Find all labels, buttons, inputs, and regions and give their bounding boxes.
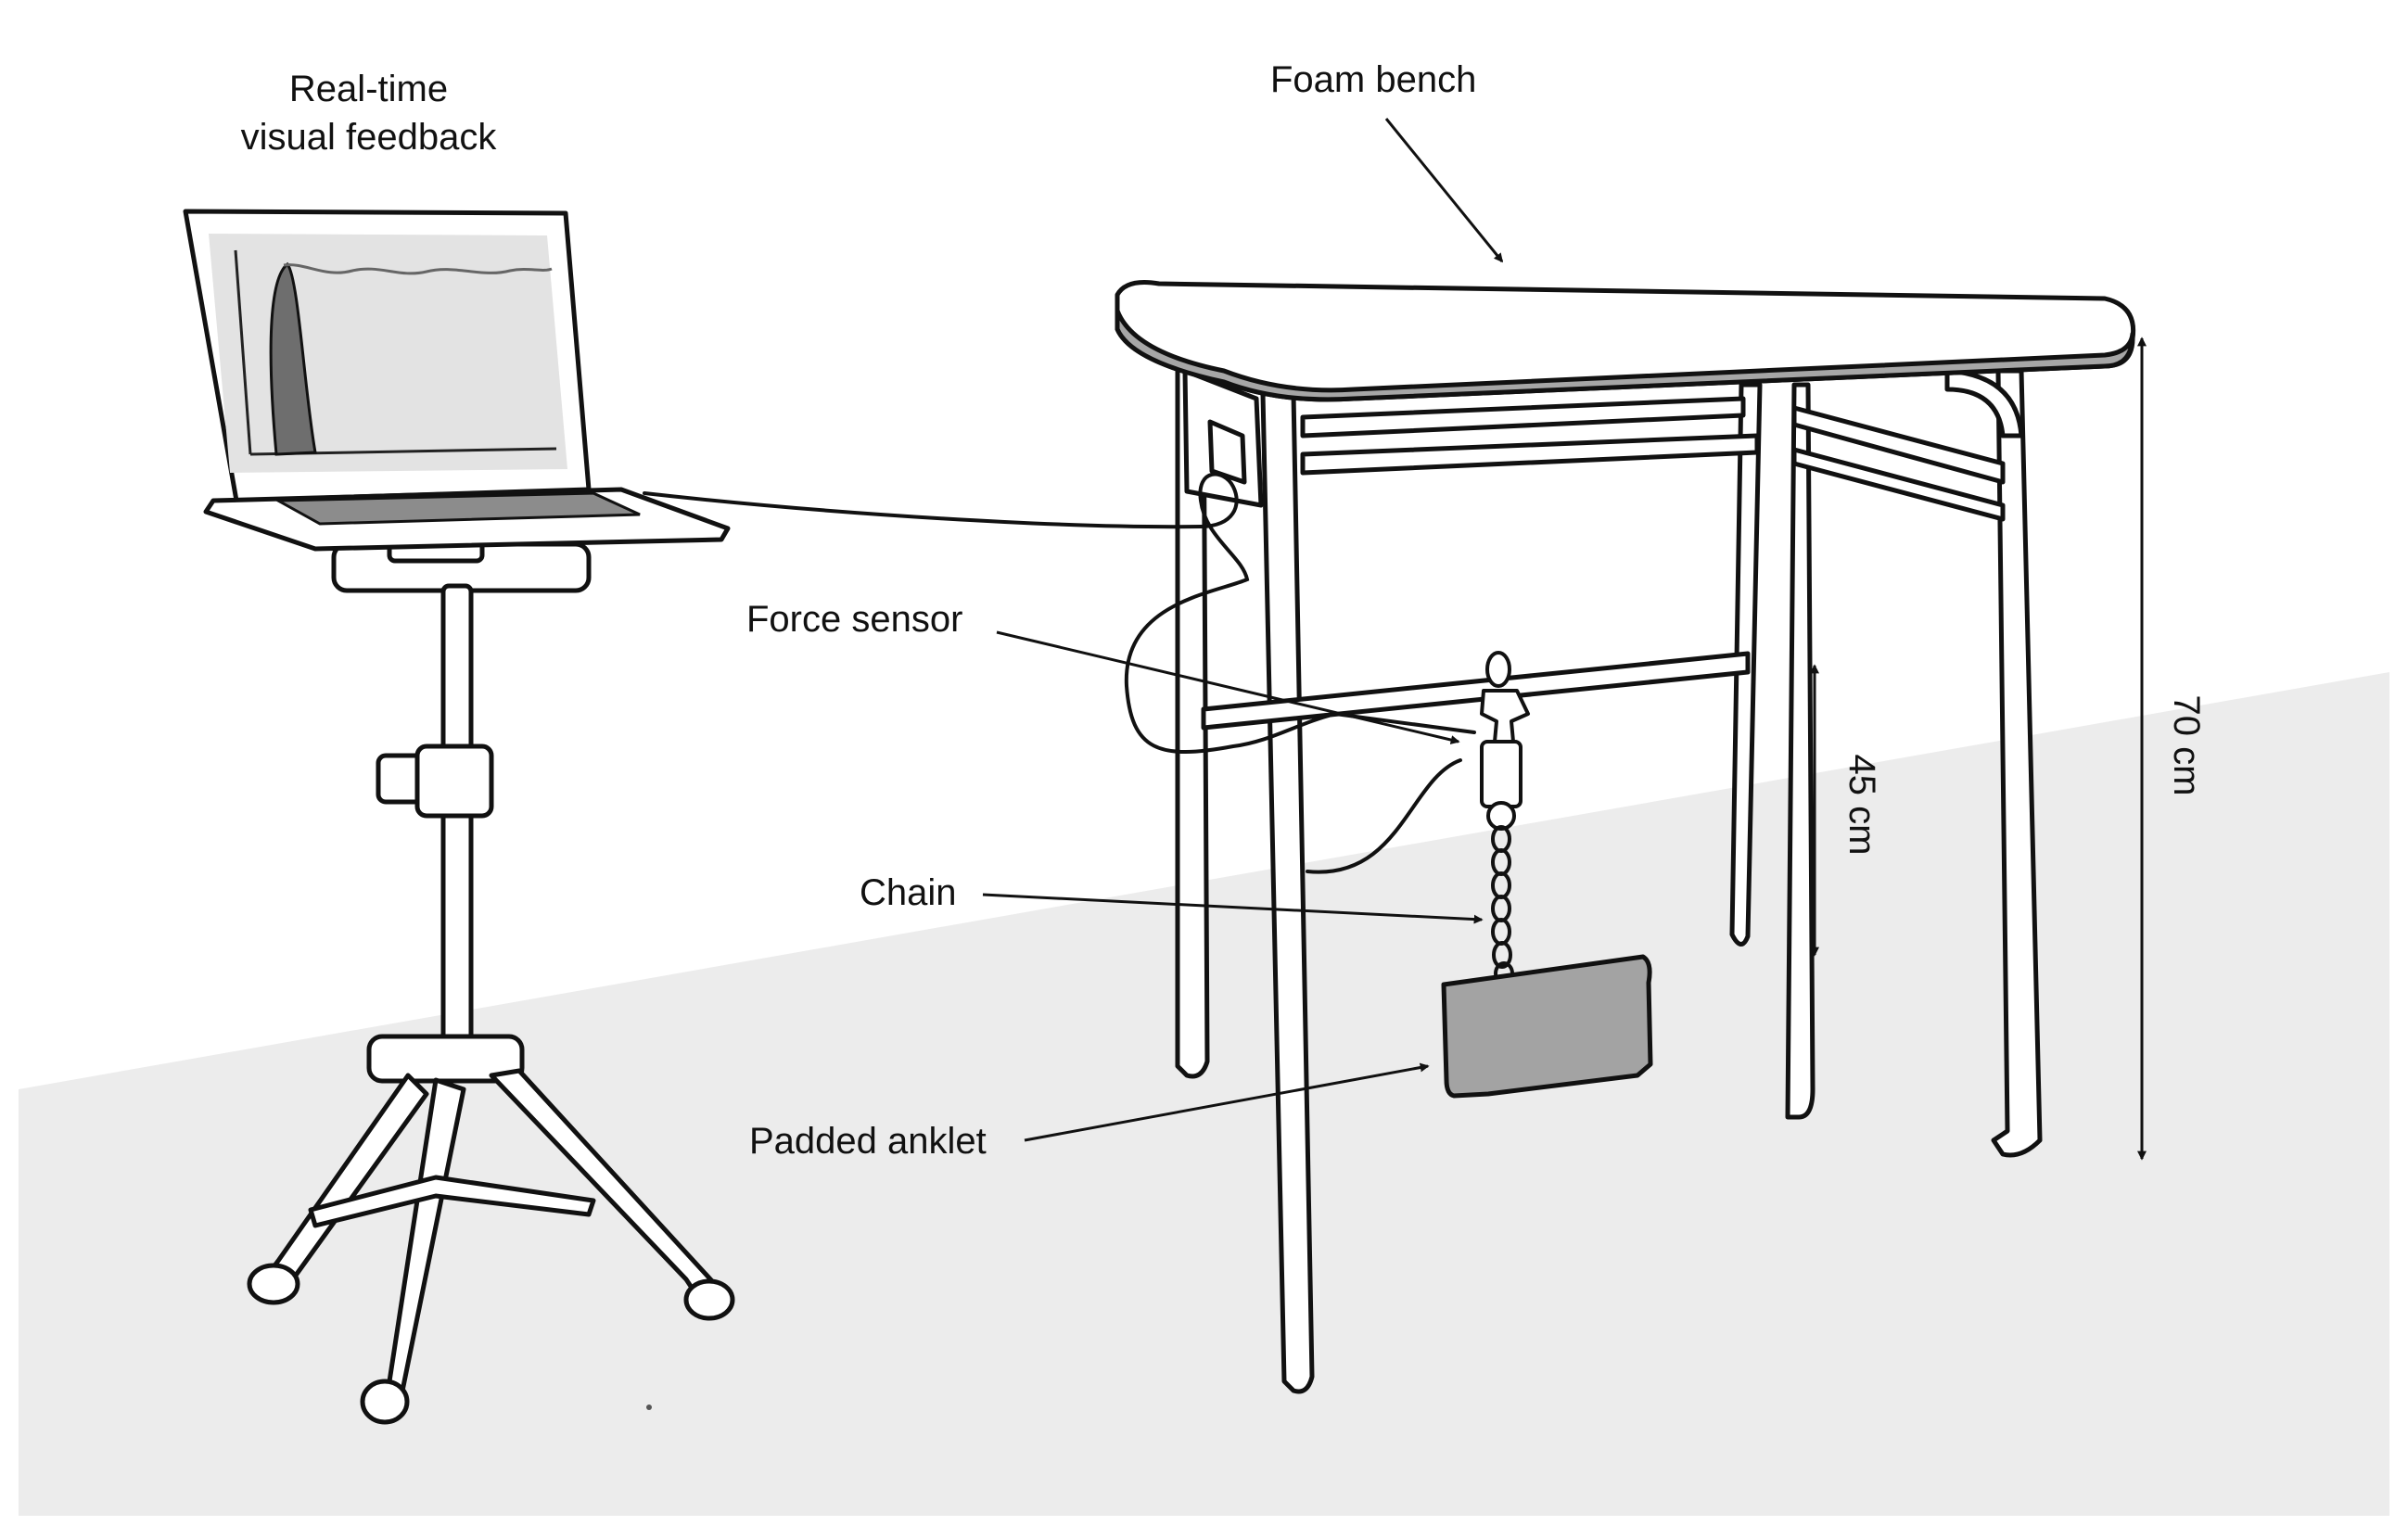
feedback-label: Real-time visual feedback — [213, 65, 524, 161]
sensor-cable-lower — [1306, 758, 1462, 874]
feedback-label-line1: Real-time — [288, 69, 449, 109]
force-sensor-arrow — [996, 630, 1460, 744]
anklet-arrow — [1024, 1062, 1430, 1142]
anklet-label: Padded anklet — [749, 1121, 987, 1162]
pointer-arrows — [982, 118, 1504, 1142]
chain-arrow — [982, 893, 1484, 924]
bench-arrow — [1384, 118, 1504, 263]
anklet-icon — [1441, 954, 1653, 1099]
chain-label: Chain — [860, 872, 957, 913]
bench-label: Foam bench — [1270, 59, 1477, 100]
height-45cm-label: 45 cm — [1841, 754, 1882, 856]
feedback-label-line2: visual feedback — [240, 117, 497, 158]
sensor-cable — [643, 472, 1476, 754]
floor-dot — [646, 1405, 652, 1410]
laptop-icon — [183, 209, 731, 552]
force-sensor-label: Force sensor — [746, 599, 963, 640]
bench-icon — [1175, 363, 2043, 1394]
foam-cushion — [1115, 280, 2136, 402]
height-70cm-label: 70 cm — [2166, 694, 2207, 796]
